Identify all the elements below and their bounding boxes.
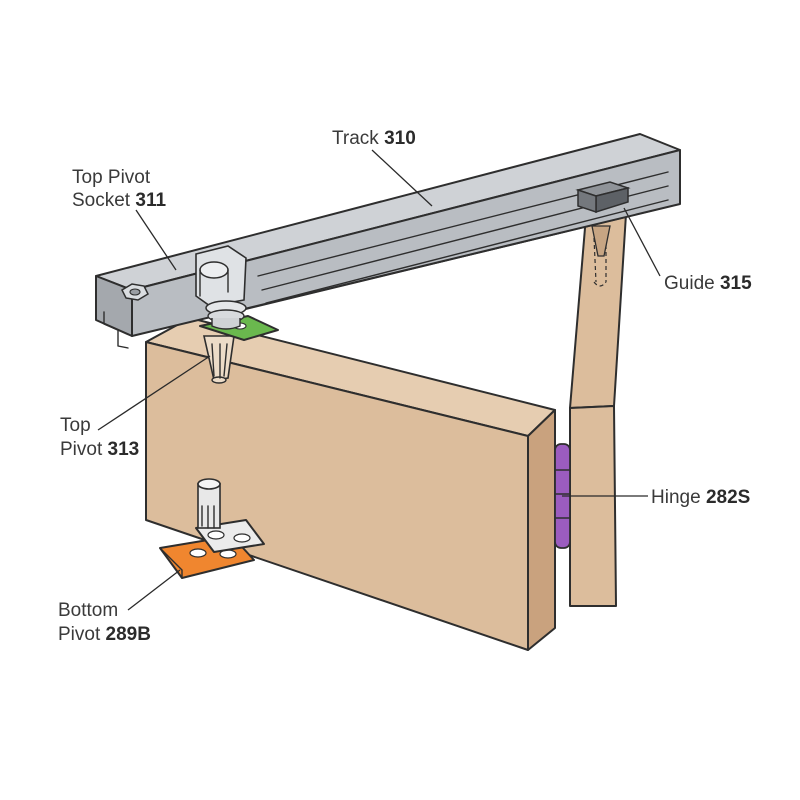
- bottom-pivot-289b: [159, 478, 265, 579]
- socket-leader: [135, 209, 177, 271]
- labels: Track 310 Top Pivot Socket 311 Guide 315…: [58, 128, 752, 645]
- second-door-panel: [569, 213, 627, 607]
- hinge-label: Hinge 282S: [651, 487, 750, 508]
- top-pivot-leader: [97, 355, 211, 431]
- socket-label: Socket 311: [72, 190, 166, 211]
- track-310: [95, 133, 681, 349]
- leader-lines: [97, 149, 661, 611]
- bottom-pivot-leader: [127, 569, 181, 611]
- track-leader: [371, 149, 433, 207]
- guide-315: [575, 181, 631, 214]
- bottom-pivot-label-line1: Bottom: [58, 600, 118, 621]
- top-pivot-label-line1: Top: [60, 415, 91, 436]
- bottom-pivot-label: Pivot 289B: [58, 624, 151, 645]
- guide-label: Guide 315: [664, 273, 752, 294]
- socket-label-line1: Top Pivot: [72, 167, 151, 188]
- main-door-edge: [527, 409, 556, 651]
- top-pivot-socket-311: [195, 245, 247, 330]
- guide-leader: [623, 207, 661, 277]
- track-label: Track 310: [332, 128, 416, 149]
- main-door-panel: [145, 317, 556, 651]
- top-pivot-label: Pivot 313: [60, 439, 139, 460]
- second-door-lower-face: [569, 405, 617, 607]
